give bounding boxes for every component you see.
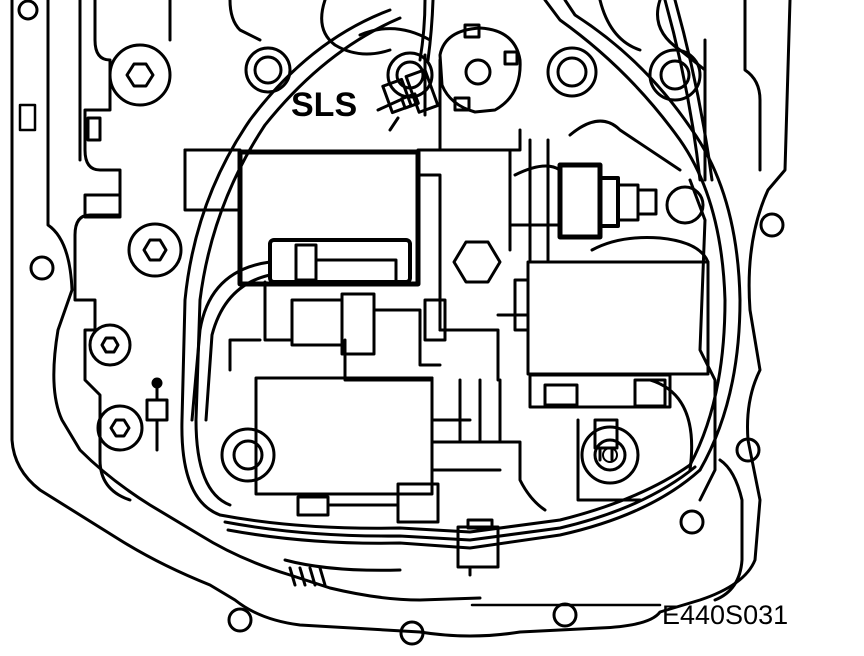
small-clamp-left	[145, 377, 169, 452]
harness-connector-bottom	[456, 518, 500, 577]
bolt-right-top	[648, 48, 702, 102]
figure-code-label: E440S031	[662, 600, 788, 630]
bolt-top-left	[108, 43, 172, 107]
bolt-top-right	[546, 46, 598, 98]
solenoid-right	[496, 236, 710, 409]
bolt-left-bottom	[96, 404, 144, 452]
bolt-left-low	[88, 323, 132, 367]
bolt-top-center	[244, 46, 292, 94]
bolt-center-hex	[452, 240, 502, 284]
sls-leader-line	[376, 98, 402, 112]
sls-solenoid	[358, 23, 522, 152]
center-body	[228, 280, 500, 382]
wire-harness	[180, 0, 742, 587]
sls-connector	[381, 68, 440, 132]
bolt-bottom-left	[220, 427, 276, 483]
sls-label: SLS	[291, 86, 357, 124]
solenoid-upper-left	[183, 148, 512, 332]
bolt-left-mid	[127, 222, 183, 278]
bolt-right-mid	[665, 185, 705, 225]
case-outline	[10, 0, 792, 638]
solenoid-right-top	[508, 119, 682, 262]
bolt-bottom-right	[580, 425, 640, 485]
bottom-right-connector	[576, 378, 694, 502]
solenoid-lower	[254, 376, 547, 524]
valve-body-plate	[18, 0, 717, 502]
